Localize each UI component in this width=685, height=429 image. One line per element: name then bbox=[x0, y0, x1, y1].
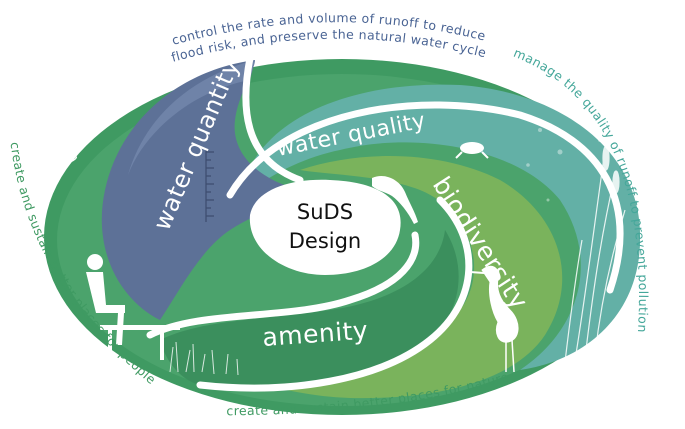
reeds-icon bbox=[564, 145, 626, 363]
bubbles-icon bbox=[526, 116, 602, 202]
water-gauge-icon bbox=[205, 148, 214, 222]
biodiversity-region bbox=[240, 156, 563, 399]
swirl-separator-4 bbox=[146, 231, 420, 339]
grass-icon bbox=[169, 341, 239, 376]
swirl-separator-3 bbox=[196, 196, 473, 392]
amenity-region bbox=[160, 230, 459, 389]
center-title-design: Design bbox=[289, 229, 362, 253]
frog-icon bbox=[455, 142, 489, 159]
swirl-separator-2 bbox=[226, 101, 624, 294]
water-quality-region bbox=[240, 84, 641, 371]
lizard-icon bbox=[372, 175, 418, 224]
center-blob bbox=[249, 179, 401, 275]
dragonfly-icon bbox=[58, 147, 78, 169]
heron-icon bbox=[469, 265, 519, 373]
water-quantity-region-shade bbox=[128, 60, 255, 175]
center-title-suds: SuDS bbox=[297, 200, 353, 224]
person-on-bench-icon bbox=[86, 254, 180, 360]
swirl-separator-1 bbox=[242, 54, 304, 184]
